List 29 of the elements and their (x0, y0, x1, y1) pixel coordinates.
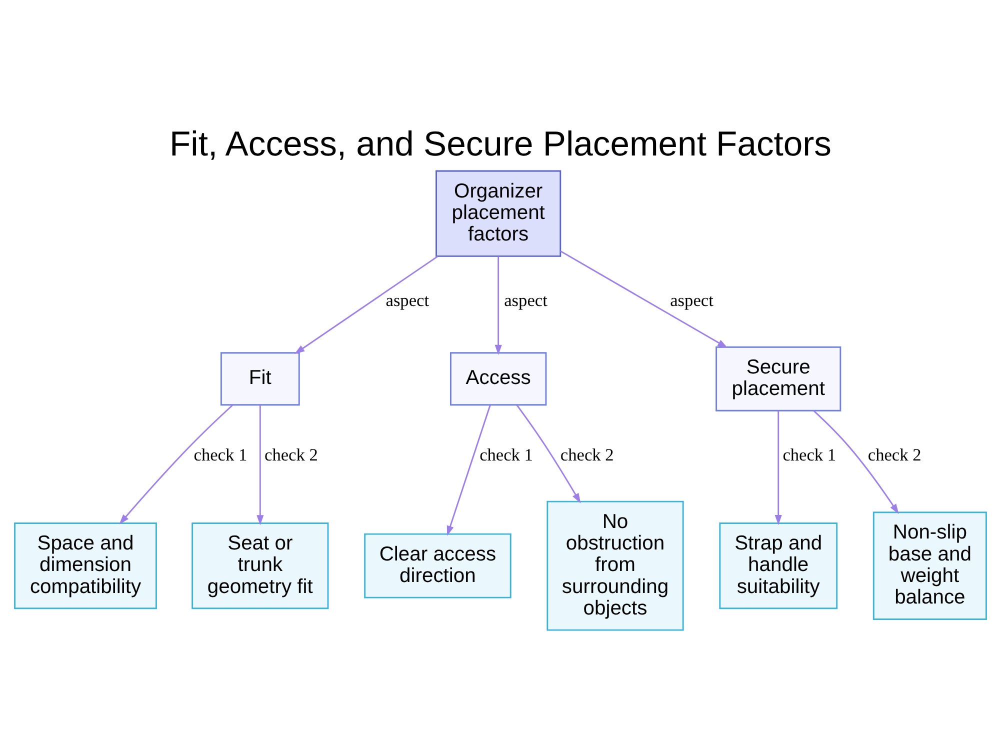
arrow (516, 404, 580, 504)
node-box: Organizer placement factors (435, 170, 561, 257)
edge-label: aspect (504, 291, 547, 310)
arrow (118, 404, 233, 524)
edge-label: check 2 (560, 446, 614, 465)
node-box: No obstruction from surrounding objects (546, 500, 684, 631)
node-box: Strap and handle suitability (718, 522, 838, 610)
edge-label: aspect (670, 291, 713, 310)
edge-label: aspect (385, 291, 429, 310)
arrow (446, 404, 490, 536)
node-box: Non-slip base and weight balance (872, 512, 986, 620)
node-box: Secure placement (715, 346, 841, 412)
diagram-title: Fit, Access, and Secure Placement Factors (169, 125, 831, 164)
arrow (494, 256, 502, 355)
arrow (774, 410, 782, 526)
edge-label: check 2 (867, 446, 921, 465)
node-box: Access (449, 352, 546, 406)
edge-label: check 1 (193, 446, 247, 465)
arrow (294, 256, 438, 354)
arrow (812, 410, 898, 514)
arrow (256, 405, 264, 526)
node-box: Fit (220, 352, 300, 406)
node-box: Clear access direction (364, 533, 511, 598)
edge-label: check 2 (264, 446, 318, 465)
edge-label: check 1 (782, 446, 836, 465)
node-box: Space and dimension compatibility (14, 522, 156, 610)
edge-label: check 1 (479, 446, 532, 465)
node-box: Seat or trunk geometry fit (191, 522, 328, 610)
arrow (560, 250, 728, 348)
